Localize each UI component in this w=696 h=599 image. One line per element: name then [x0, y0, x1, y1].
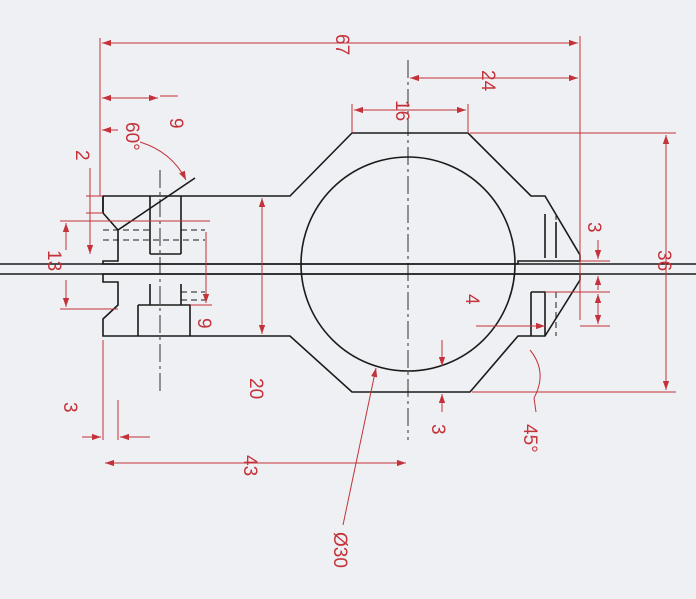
dim-left-gap: 13 — [43, 250, 64, 271]
dim-overall-length: 67 — [331, 34, 352, 55]
dim-height-total: 36 — [653, 250, 674, 271]
split-line — [0, 263, 696, 275]
left-slot-upper — [102, 196, 182, 255]
dim-angle-top: 60° — [121, 122, 142, 151]
dim-right-step: 4 — [461, 294, 482, 305]
dimension-lines — [60, 36, 676, 526]
left-slot-lower — [137, 284, 191, 336]
dim-bottom-gap: 3 — [427, 424, 448, 435]
right-recess — [530, 214, 557, 336]
dim-slot-lower: 9 — [193, 318, 214, 329]
hidden-lines — [103, 214, 557, 336]
dim-slot-depth: 9 — [165, 118, 186, 129]
dim-right-offset: 24 — [477, 70, 498, 92]
dim-bottom-left: 3 — [59, 402, 80, 413]
dim-top-flat: 16 — [391, 100, 412, 121]
part-outline — [0, 60, 696, 440]
dim-diameter: Ø30 — [329, 532, 350, 568]
dim-right-gap: 3 — [583, 222, 604, 233]
dimension-labels: 67 24 16 9 60° 2 36 3 13 4 9 20 3 3 45° … — [43, 34, 674, 568]
left-chamfer — [117, 177, 196, 231]
lower-outline — [102, 273, 581, 393]
dim-chamfer-angle: 45° — [519, 424, 540, 453]
dim-step: 2 — [71, 150, 92, 161]
dim-center-distance: 43 — [239, 455, 260, 476]
dim-mid-height: 20 — [245, 378, 266, 399]
upper-outline — [102, 132, 581, 265]
